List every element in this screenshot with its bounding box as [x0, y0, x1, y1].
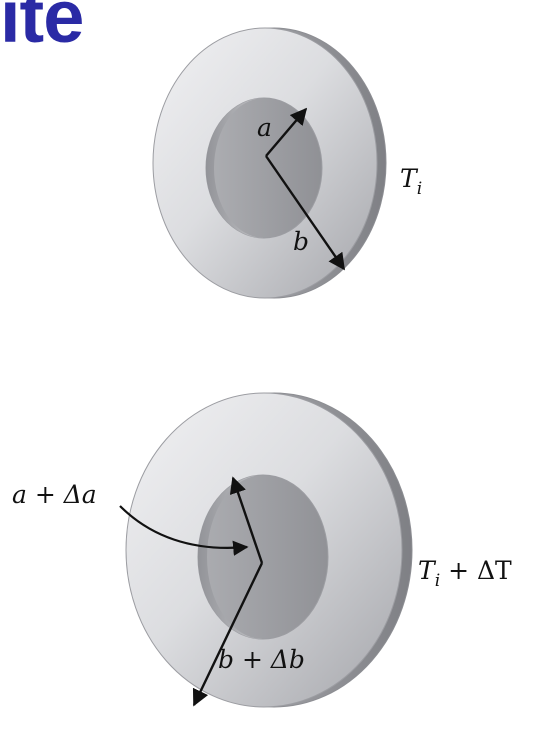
bottom-inner-radius-arrow	[229, 476, 264, 564]
top-temperature-label: Ti	[400, 164, 422, 199]
top-outer-radius-arrow	[265, 155, 345, 271]
bottom-temperature-label: Ti + ΔT	[418, 556, 512, 591]
top-washer: a b Ti	[152, 27, 422, 299]
bottom-washer: a + Δa b + Δb Ti + ΔT	[12, 392, 512, 708]
bottom-outer-radius-arrow	[192, 562, 264, 707]
top-inner-radius-arrow	[265, 107, 308, 157]
bottom-inner-label-leader	[119, 505, 249, 556]
bottom-inner-radius-label: a + Δa	[12, 480, 97, 509]
slide-title-fragment: ite	[0, 0, 84, 58]
top-washer-inner-wall	[206, 98, 264, 238]
bottom-outer-radius-label: b + Δb	[218, 645, 305, 674]
bottom-washer-inner-wall	[198, 475, 263, 639]
top-inner-radius-label: a	[257, 113, 272, 142]
top-outer-radius-label: b	[293, 227, 309, 256]
